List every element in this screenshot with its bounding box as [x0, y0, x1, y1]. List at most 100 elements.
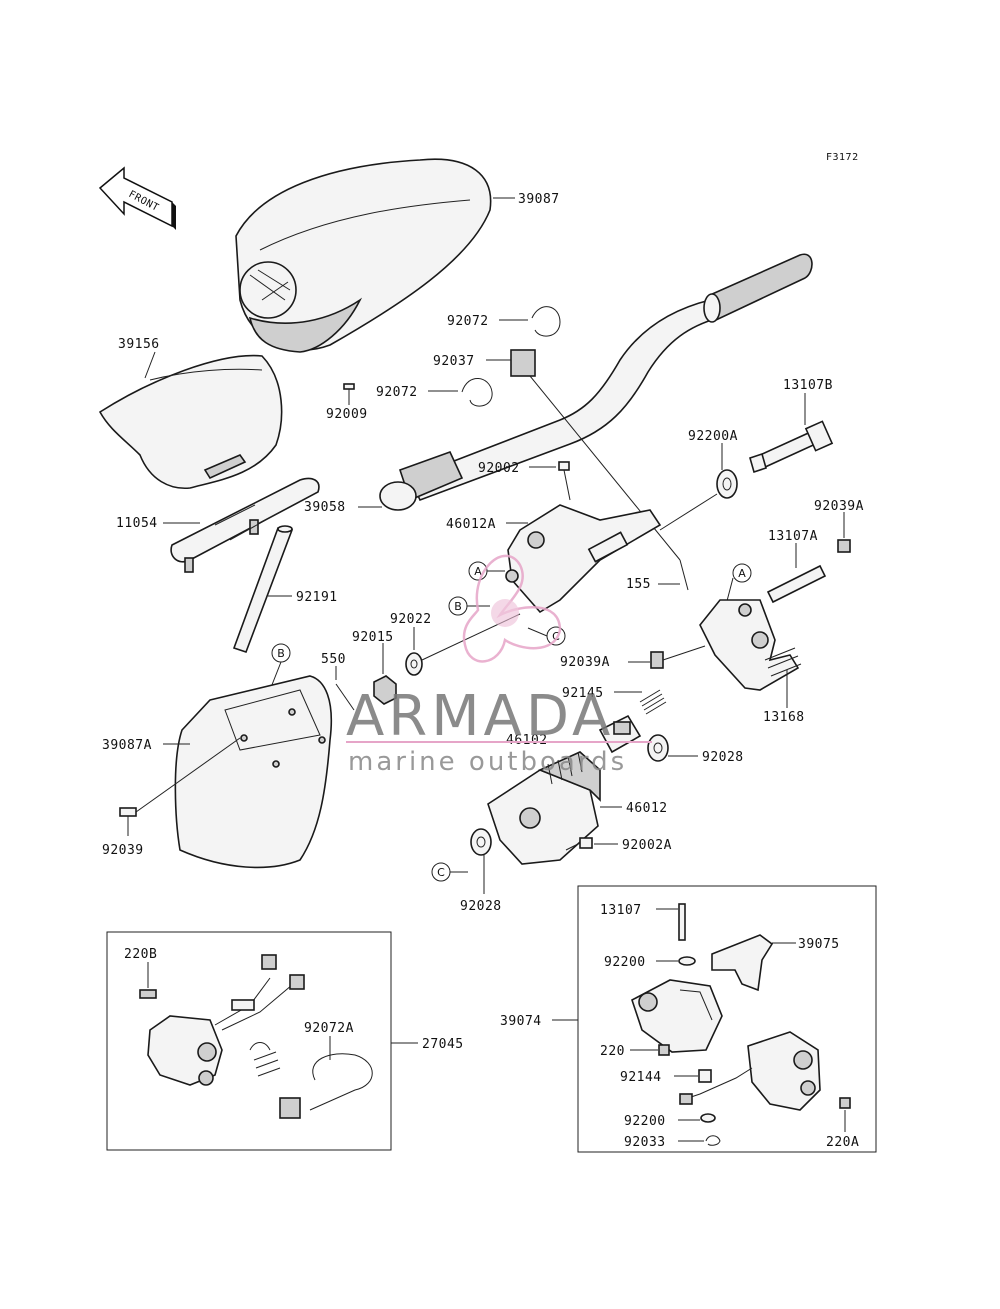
ref-mark-b: B — [448, 596, 468, 616]
cotter-pin-icon — [335, 683, 355, 711]
part-label-92039A-mid: 92039A — [560, 655, 610, 670]
screw-icon — [839, 1097, 851, 1109]
part-label-92022: 92022 — [390, 612, 432, 627]
pin-icon — [678, 903, 686, 941]
part-label-92191: 92191 — [296, 590, 338, 605]
bracket-part — [170, 477, 320, 573]
handlebar-part — [379, 253, 813, 511]
part-label-39075: 39075 — [798, 937, 840, 952]
lower-cover-part — [98, 354, 283, 490]
part-label-92200A: 92200A — [688, 429, 738, 444]
svg-text:B: B — [277, 647, 285, 660]
switch-cover-part — [711, 934, 774, 992]
screw-icon — [658, 1044, 670, 1056]
part-label-39087A: 39087A — [102, 738, 152, 753]
part-label-39156: 39156 — [118, 337, 160, 352]
part-label-39087: 39087 — [518, 192, 560, 207]
part-label-39074: 39074 — [500, 1014, 542, 1029]
part-label-550: 550 — [321, 652, 346, 667]
part-label-92145: 92145 — [562, 686, 604, 701]
part-label-92037: 92037 — [433, 354, 475, 369]
bolt-part — [749, 420, 834, 474]
clip-icon — [531, 306, 561, 337]
pin-icon — [837, 539, 851, 553]
pin-icon — [650, 651, 664, 669]
part-label-220: 220 — [600, 1044, 625, 1059]
part-label-92028-right: 92028 — [702, 750, 744, 765]
part-label-220A: 220A — [826, 1135, 859, 1150]
nut-icon — [373, 675, 397, 705]
watermark-tagline: marine outboards — [348, 747, 627, 777]
washer-icon — [405, 652, 423, 676]
screw-icon — [139, 989, 157, 999]
part-label-46012A: 46012A — [446, 517, 496, 532]
part-label-13107: 13107 — [600, 903, 642, 918]
washer-icon — [716, 469, 738, 499]
part-label-46102: 46102 — [506, 733, 548, 748]
part-label-39058: 39058 — [304, 500, 346, 515]
part-label-155: 155 — [626, 577, 651, 592]
part-label-92002: 92002 — [478, 461, 520, 476]
rod-part — [232, 525, 294, 654]
part-label-13168: 13168 — [763, 710, 805, 725]
svg-text:A: A — [474, 565, 482, 578]
switch-housing-part — [631, 979, 723, 1053]
spring-icon — [639, 689, 667, 715]
screw-icon — [565, 837, 593, 851]
part-label-92144: 92144 — [620, 1070, 662, 1085]
clip-icon — [461, 378, 493, 407]
lower-cover-39087A-part — [174, 675, 333, 869]
switch-assembly-part — [679, 1031, 821, 1111]
washer-icon — [470, 828, 492, 856]
part-label-92009: 92009 — [326, 407, 368, 422]
svg-text:A: A — [738, 567, 746, 580]
bolt-icon — [679, 559, 689, 591]
switch-case-box — [577, 885, 877, 1153]
handlebar-cover-part — [235, 158, 492, 353]
ref-mark-b-bottom: B — [271, 643, 291, 663]
band-clamp-part — [279, 1053, 373, 1119]
svg-text:C: C — [437, 866, 445, 879]
part-label-92072A: 92072A — [304, 1021, 354, 1036]
front-arrow-icon: FRONT — [98, 166, 176, 230]
washer-icon — [700, 1113, 716, 1123]
screw-icon — [558, 461, 571, 501]
circlip-icon — [705, 1135, 721, 1146]
steering-holder-part — [505, 504, 662, 614]
ref-mark-c: C — [546, 626, 566, 646]
switch-block-part — [510, 349, 536, 377]
part-label-92200-top: 92200 — [604, 955, 646, 970]
ref-mark-a-right: A — [732, 563, 752, 583]
part-label-92072-mid: 92072 — [376, 385, 418, 400]
washer-icon — [678, 956, 696, 966]
watermark-brand: ARMADA — [346, 684, 614, 749]
part-label-92200-bottom: 92200 — [624, 1114, 666, 1129]
part-label-92015: 92015 — [352, 630, 394, 645]
part-label-92033: 92033 — [624, 1135, 666, 1150]
svg-text:C: C — [552, 630, 560, 643]
part-label-13107A: 13107A — [768, 529, 818, 544]
spring-icon — [698, 1069, 712, 1083]
screw-icon — [343, 383, 355, 405]
washer-icon — [647, 734, 669, 762]
armada-watermark-logo — [462, 554, 562, 663]
svg-text:B: B — [454, 600, 462, 613]
pin-part — [766, 564, 827, 604]
part-label-92028-bottom: 92028 — [460, 899, 502, 914]
part-label-13107B: 13107B — [783, 378, 833, 393]
part-label-92039: 92039 — [102, 843, 144, 858]
part-label-27045: 27045 — [422, 1037, 464, 1052]
throttle-case-box — [106, 931, 392, 1151]
part-label-92072-top: 92072 — [447, 314, 489, 329]
throttle-case-part — [147, 954, 305, 1086]
screw-icon — [119, 807, 137, 836]
ref-mark-c-bottom: C — [431, 862, 451, 882]
part-label-92039A-top: 92039A — [814, 499, 864, 514]
steering-bracket-part — [699, 599, 802, 691]
throttle-spring-part — [249, 1042, 281, 1077]
part-label-220B: 220B — [124, 947, 157, 962]
part-label-92002A: 92002A — [622, 838, 672, 853]
steering-holder-lower-part — [487, 751, 601, 865]
part-label-46012: 46012 — [626, 801, 668, 816]
